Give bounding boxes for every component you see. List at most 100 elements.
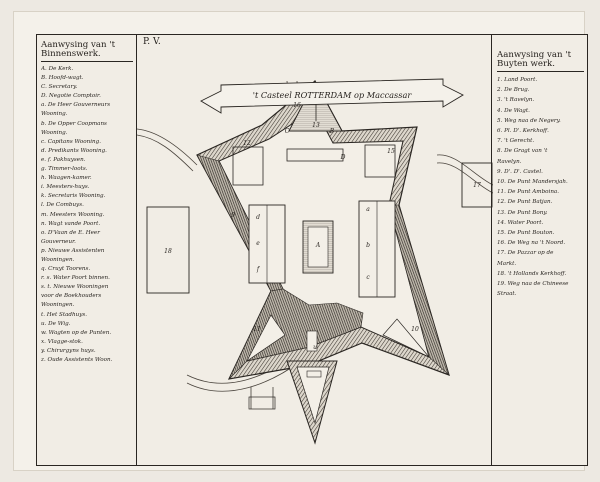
bastion-number: 9 [231,212,235,219]
building-label: c [366,274,370,281]
ravelin-guardhouse [306,370,322,378]
legend-item: 18. 't Hollands Kerkhoff. [497,270,567,277]
title-banner-ribbon [200,78,464,114]
legend-item: z. Oude Assistents Woon. [41,357,113,363]
gerecht-structure [248,396,276,410]
legend-item: q. Cruyt Toorens. [41,266,91,273]
legend-outer-works: Aanwysing van 't Buyten werk. 1. Land Po… [491,35,587,465]
road-west [137,128,198,166]
legend-item: 15. De Punt Bouton. [497,230,555,237]
legend-item: u. De Wig. [41,320,71,327]
legend-item: 14. Water Poort. [497,219,544,226]
legend-item: 10. De Punt Mandersjah. [497,179,568,186]
legend-item: 11. De Punt Amboina. [497,189,560,196]
bastion-numbers: 9 10 11 12 13 15 16 17 18 [164,102,481,333]
legend-inner-works: Aanwysing van 't Binnenswerk. A. De Kerk… [37,35,137,465]
buildings-north-row [286,148,344,162]
building-label: f [256,266,261,273]
ravelin-inner [296,366,330,425]
market-box-17 [461,162,493,208]
bastion-number: 16 [293,102,301,109]
legend-item: c. Capitans Wooning. [41,138,101,145]
legend-item: d. Predikants Wooning. [41,147,107,154]
bastion-number: 17 [473,182,481,189]
legend-item: Ravelyn. [497,158,522,165]
plate-number: P. V. [143,37,161,47]
building-label: B [329,128,335,135]
gate-post [306,330,318,352]
bastion-number: 15 [387,148,395,155]
legend-item: 2. De Brug. [497,87,530,94]
building-label: C [285,128,290,135]
legend-item: y. Chirurgyns huys. [41,347,96,354]
legend-item: C. Secretary. [41,84,78,91]
legend-item: m. Meesters Wooning. [41,211,105,218]
legend-item: Wooningen. [41,256,75,263]
bastion-number: 13 [312,122,320,129]
bastion-southeast [382,318,430,358]
road-east [436,154,493,186]
map-plate: Aanwysing van 't Binnenswerk. A. De Kerk… [36,34,588,466]
legend-item: 12. De Punt Batjan. [497,199,553,206]
legend-item: Straat. [497,291,517,298]
building-label: a [366,206,370,213]
legend-item: h. Waagen-kamer. [41,175,92,182]
legend-right-title: Aanwysing van 't Buyten werk. [497,51,584,72]
bastion-number: 10 [411,326,419,333]
fortress-plan-svg: 't Casteel ROTTERDAM op Maccassar ABCDab… [137,78,493,445]
legend-item: 19. Weg naa de Chineese [497,281,569,288]
legend-item: 17. De Pazzar op de [497,250,554,257]
road-west-2 [137,134,194,172]
legend-item: Wooningen. [41,302,75,309]
legend-item: b. De Opper Coopmans [41,120,107,127]
bastion-north [288,79,343,132]
legend-item: i. Meesters-huys. [41,184,90,191]
building-label: e [256,240,260,247]
legend-left-list: A. De Kerk. B. Hoofd-wagt. C. Secretary. D.… [41,65,133,365]
bastion-number: 12 [243,140,251,147]
title-banner-text: 't Casteel ROTTERDAM op Maccassar [253,90,413,100]
bastion-southwest [246,314,286,362]
legend-item: l. De Combuys. [41,202,84,209]
cemetery-box-18 [146,206,190,294]
legend-item: 1. Land Poort. [497,77,538,83]
legend-item: Wooning. [41,111,68,118]
legend-item: a. De Heer Gouverneurs [41,102,111,109]
legend-item: x. Vlagge-stok. [41,338,83,345]
legend-item: Wooning. [41,129,68,136]
legend-item: k. Secretaris Wooning. [41,193,106,200]
legend-item: D. Negotie Comptoir. [41,93,101,100]
road-east-2 [436,162,493,194]
legend-item: t. Het Stadhuys. [41,311,88,318]
wall-band-south [228,288,364,380]
legend-item: 8. De Gragt van 't [497,148,548,155]
legend-item: voor de Boekhouders [41,293,102,300]
engraving-sheet: Aanwysing van 't Binnenswerk. A. De Kerk… [14,12,588,470]
legend-item: B. Hoofd-wagt. [41,75,84,82]
church-interior [307,226,329,268]
legend-item: 4. De Wagt. [497,107,530,114]
legend-item: 13. De Punt Bony. [497,209,548,216]
bastion-number: 18 [164,248,172,255]
legend-item: Gouverneur. [41,238,76,245]
legend-item: n. Wagt vande Poort. [41,220,101,227]
legend-item: e. f. Pakhuysen. [41,156,86,163]
legend-item: A. De Kerk. [41,66,74,72]
buildings-west-row [232,146,264,186]
legend-right-list: 1. Land Poort. 2. De Brug. 3. 't Ravelyn. 4… [497,75,584,299]
legend-item: r. s. Water Poort binnen. [41,275,110,282]
legend-item: 7. 't Gerecht. [497,138,535,145]
bastion-number: 11 [253,326,261,333]
building-label: u [313,344,317,351]
legend-left-title: Aanwysing van 't Binnenswerk. [41,41,133,62]
legend-item: 3. 't Ravelyn. [497,97,535,104]
legend-item: o. D'Vaan de E. Heer [41,229,100,236]
legend-item: s. t. Nieuwe Wooningen [41,284,109,291]
building-label: d [256,214,260,221]
legend-item: 16. De Weg na 't Noord. [497,240,566,247]
legend-item: 6. Pl. D'. Kerkhoff. [497,128,549,135]
legend-item: p. Nieuwe Assistenten [41,247,105,254]
legend-item: 5. Weg naa de Negery. [497,117,561,124]
